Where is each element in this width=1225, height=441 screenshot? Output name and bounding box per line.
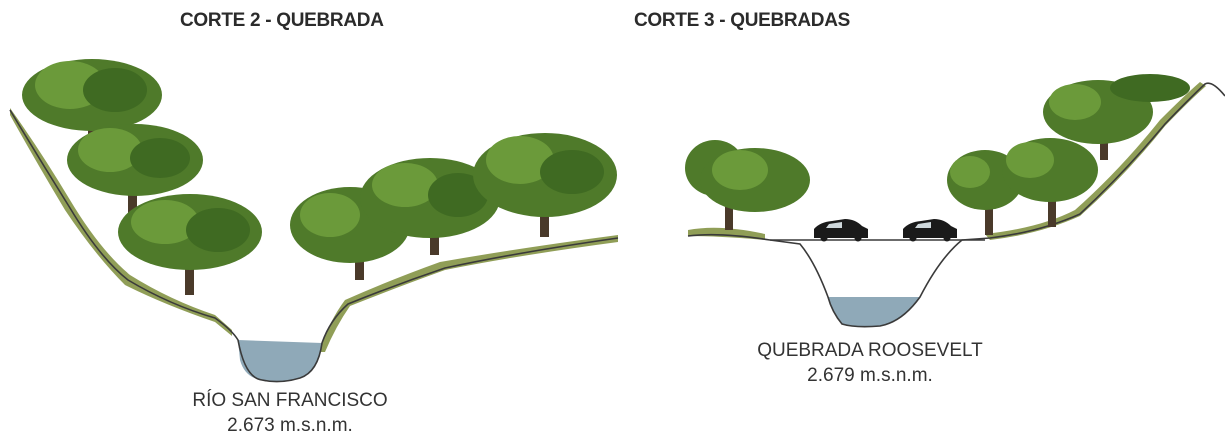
- car-icon: [903, 219, 957, 242]
- tree-icon: [67, 124, 203, 215]
- ground-line-section-3: [687, 82, 1225, 328]
- car-icon: [814, 219, 868, 242]
- elevation-value: 2.679 m.s.n.m.: [807, 365, 933, 386]
- section-2-trees: [22, 59, 617, 295]
- section-2-profile: [9, 108, 619, 383]
- tree-icon: [360, 158, 500, 255]
- section-2-title: CORTE 2 - QUEBRADA: [180, 10, 384, 31]
- ground-line-section-2: [9, 109, 619, 383]
- section-3-trees: [685, 74, 1190, 235]
- section-3-label: QUEBRADA ROOSEVELT 2.679 m.s.n.m.: [740, 338, 1000, 388]
- tree-icon: [1002, 138, 1098, 227]
- river-water: [238, 340, 322, 382]
- tree-icon: [1043, 74, 1190, 160]
- water-body-name: RÍO SAN FRANCISCO: [192, 390, 388, 411]
- section-3-title: CORTE 3 - QUEBRADAS: [634, 10, 850, 31]
- section-2-label: RÍO SAN FRANCISCO 2.673 m.s.n.m.: [170, 388, 410, 438]
- water-body-name: QUEBRADA ROOSEVELT: [757, 340, 983, 361]
- right-slope-grass: [985, 82, 1206, 240]
- tree-icon: [685, 140, 810, 230]
- tree-icon: [473, 133, 617, 237]
- tree-icon: [118, 194, 262, 295]
- elevation-value: 2.673 m.s.n.m.: [227, 415, 353, 436]
- right-bank-grass: [318, 235, 618, 352]
- tree-icon: [22, 59, 162, 140]
